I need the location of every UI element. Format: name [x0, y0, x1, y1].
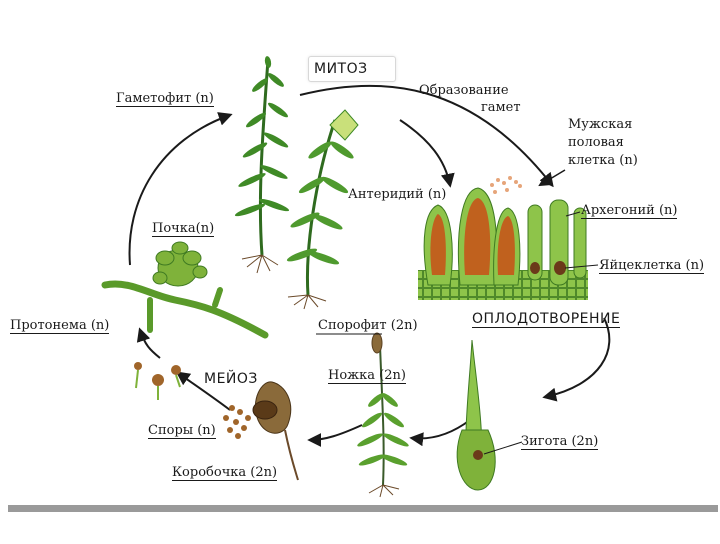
- sporophyte-label: Спорофит (2n): [318, 318, 418, 333]
- male-cell-label-line1: Мужская: [568, 117, 632, 132]
- gamete-formation-label-line1: Образование: [419, 83, 509, 98]
- gametophyte-label: Гаметофит (n): [116, 91, 214, 107]
- male-cell-label-line3: клетка (n): [568, 153, 638, 168]
- gametophyte-plants-illustration: [234, 56, 358, 309]
- fertilization-label: ОПЛОДОТВОРЕНИЕ: [472, 312, 620, 328]
- gamete-formation-label-line2: гамет: [481, 100, 521, 115]
- protonema-label: Протонема (n): [10, 318, 109, 334]
- bottom-divider-bar: [8, 505, 718, 512]
- sporophyte-illustration: [356, 333, 410, 497]
- capsule-label: Коробочка (2n): [172, 465, 277, 481]
- bud-label: Почка(n): [152, 221, 214, 237]
- arrow-top-to-antheridium: [400, 120, 450, 185]
- mitoz-label: МИТОЗ: [314, 62, 368, 77]
- male-cell-label-line2: половая: [568, 135, 624, 150]
- arrow-fertilization-to-zygote: [545, 318, 609, 397]
- meiosis-label: МЕЙОЗ: [204, 372, 258, 387]
- germinating-spores-illustration: [134, 362, 181, 400]
- antheridium-label: Антеридий (n): [348, 187, 446, 202]
- egg-cell-label: Яйцеклетка (n): [599, 258, 704, 274]
- archegonium-label: Архегоний (n): [581, 203, 677, 219]
- spores-label: Споры (n): [148, 423, 216, 439]
- arrow-spores-to-protonema: [140, 330, 160, 358]
- zygote-label: Зигота (2n): [521, 434, 598, 450]
- arrow-sporophyte-to-capsule: [310, 425, 362, 440]
- zygote-illustration: [457, 340, 522, 490]
- stalk-label: Ножка (2n): [328, 368, 406, 384]
